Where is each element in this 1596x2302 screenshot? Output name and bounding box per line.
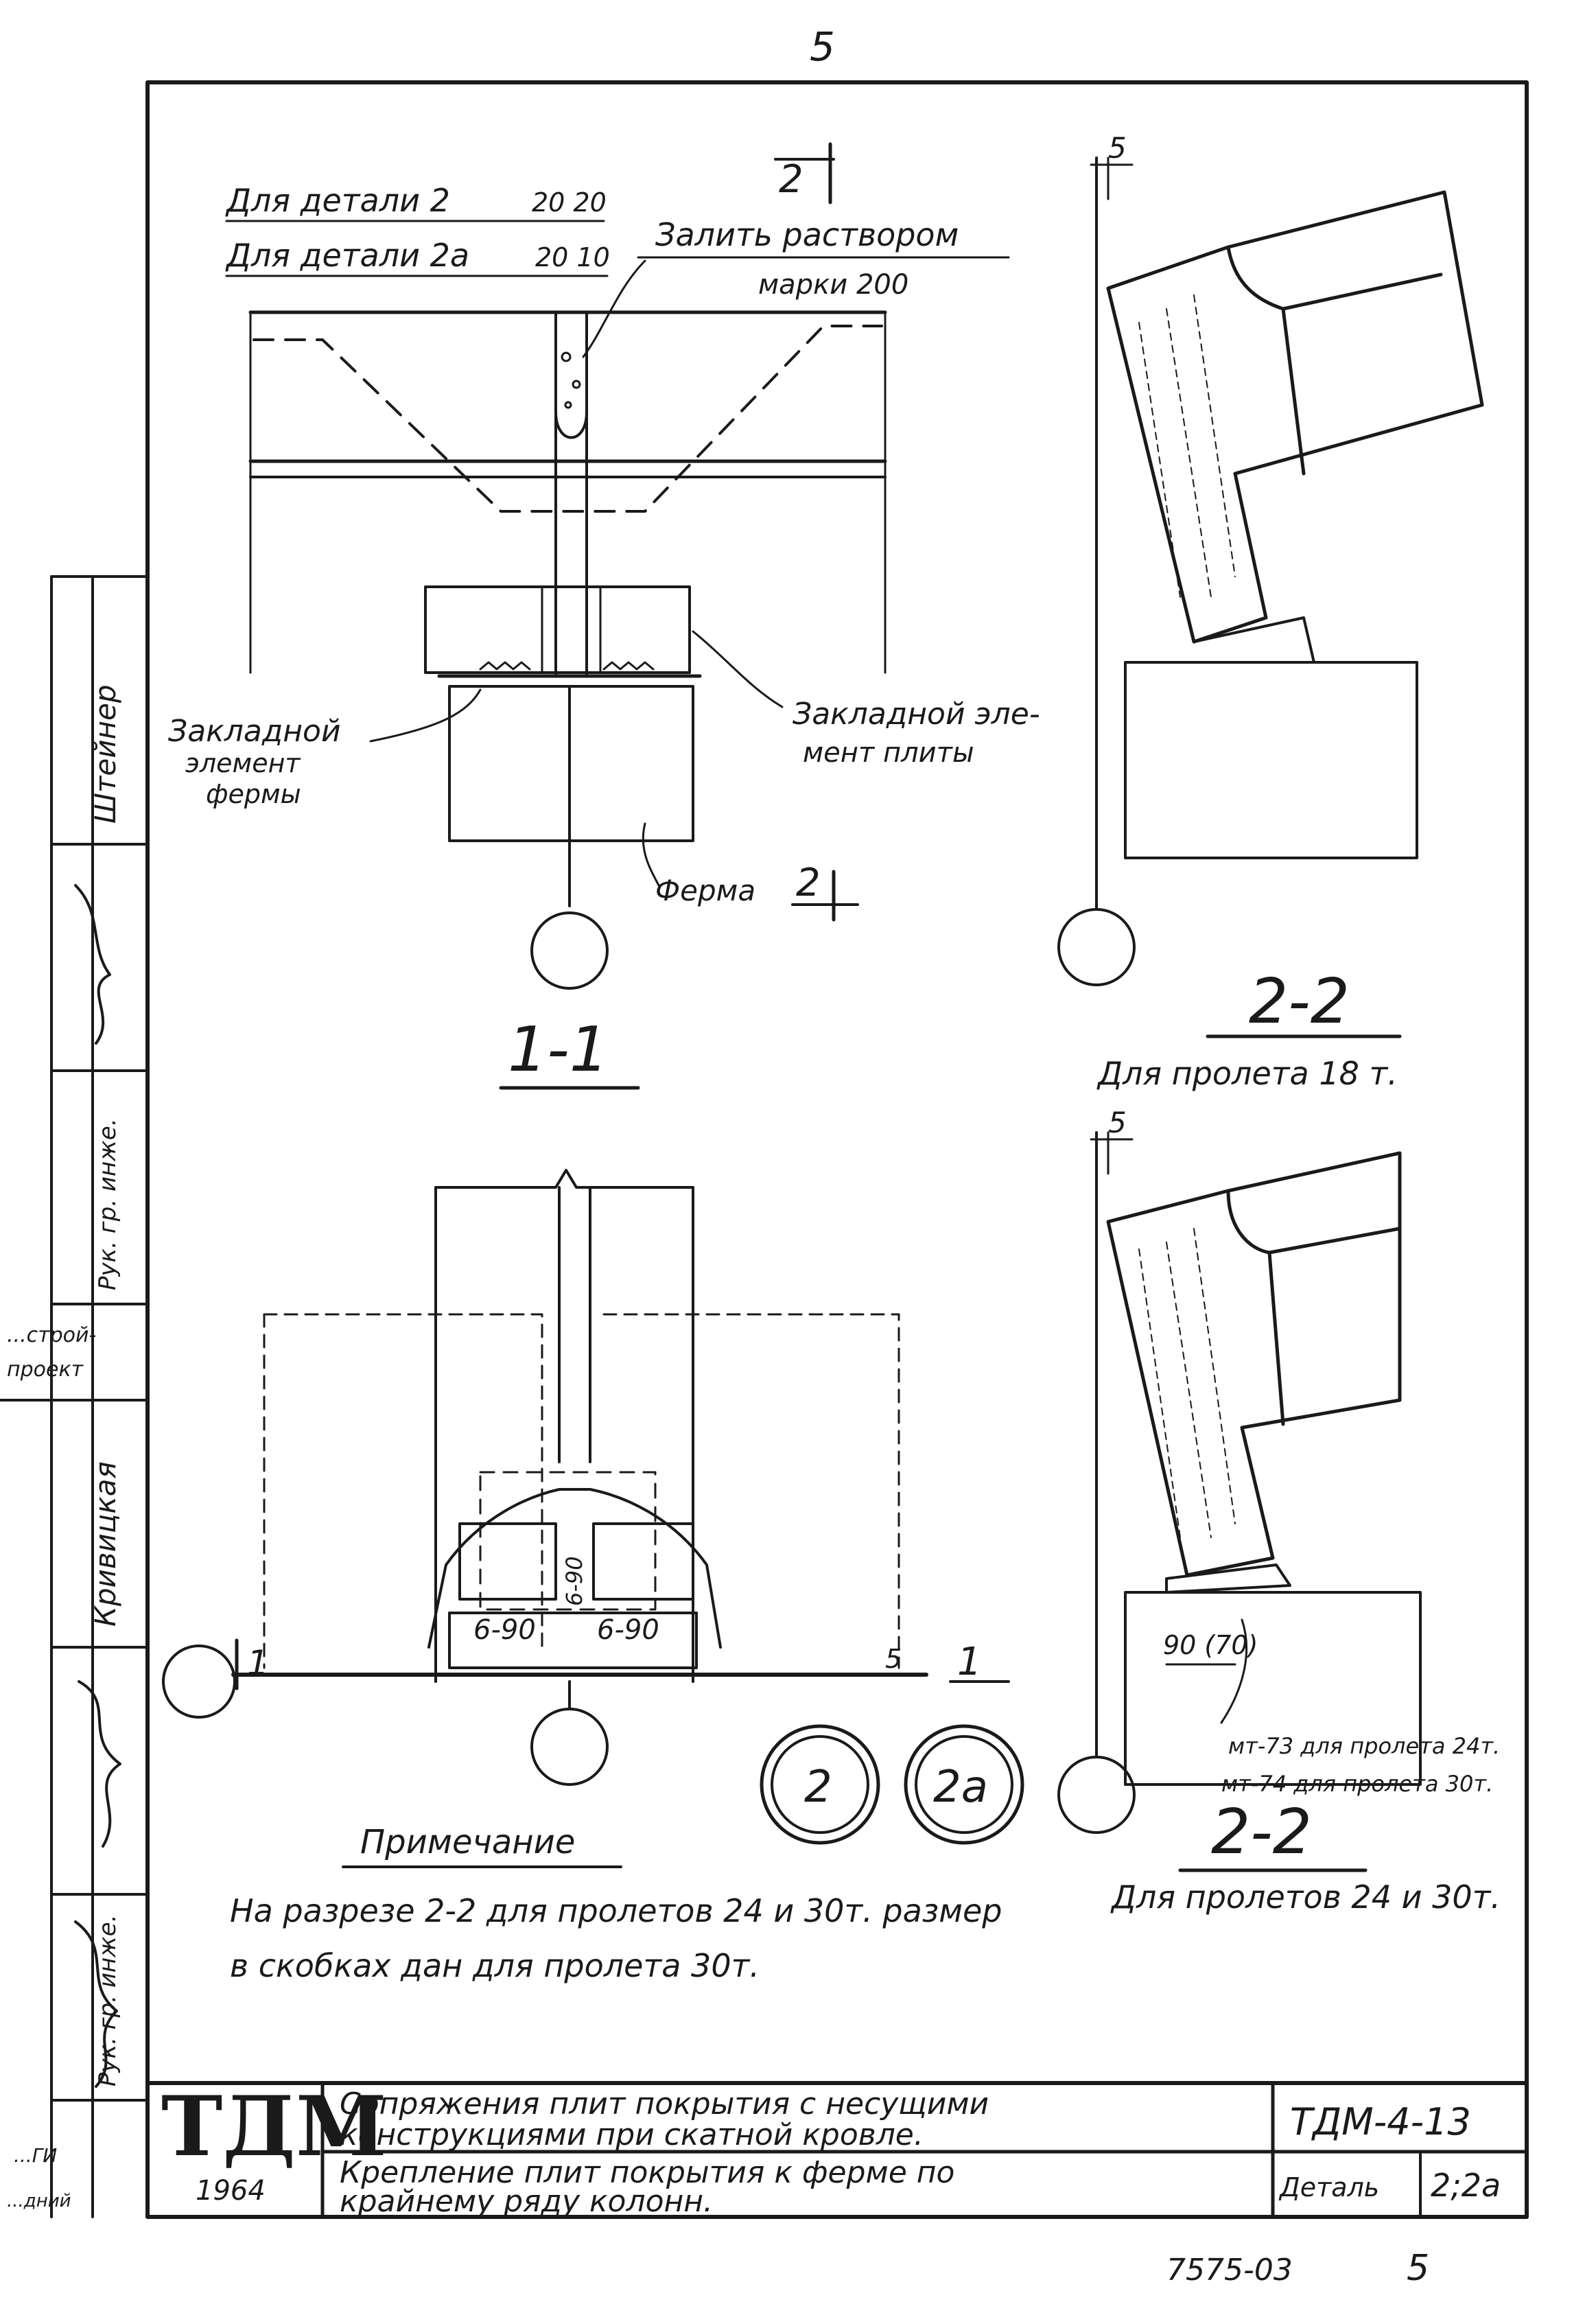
truss-embed-line1: Закладной [168, 714, 341, 749]
truss-24-30 [1124, 1591, 1422, 1786]
section-mark-top: 2 [779, 157, 803, 202]
stamp-detail-value: 2;2а [1431, 2167, 1501, 2204]
sheet-frame: 5 7575-03 5 [145, 23, 1529, 2289]
section-24-30-caption: Для пролетов 24 и 30т. [1110, 1879, 1501, 1916]
note-heading: Примечание [360, 1823, 575, 1861]
truss-18 [1124, 661, 1418, 859]
strip-fragment-2: ...дний [7, 2191, 71, 2211]
signature-scribble [74, 884, 111, 1045]
view-1-1: Для детали 2 20 20 Для детали 2а 20 10 З… [168, 142, 1040, 1090]
truss-embed-line3: фермы [206, 779, 301, 809]
top-page-number: 5 [810, 23, 835, 70]
stamp-title-line1: Сопряжения плит покрытия с несущими [340, 2086, 989, 2121]
mt-73-note: мт-73 для пролета 24т. [1228, 1733, 1500, 1759]
bottom-page-number: 5 [1407, 2248, 1429, 2289]
dim-5-plan: 5 [885, 1644, 902, 1674]
label-detail-2a: Для детали 2а [225, 237, 469, 274]
slab-rib-24-30 [1106, 1151, 1402, 1577]
stamp-year: 1964 [196, 2175, 266, 2207]
truss-top [448, 685, 694, 842]
detail-circle-2-label: 2 [804, 1762, 832, 1813]
weld-left: 6-90 [473, 1614, 536, 1646]
detail-circle-2a-label: 2а [933, 1762, 988, 1813]
note-line2: в скобках дан для пролета 30т. [230, 1947, 760, 1984]
stamp-title-line2: конструкциями при скатной кровле. [340, 2117, 924, 2152]
detail-circle-2a [904, 1724, 1024, 1845]
axis-circle-section-18 [1057, 908, 1136, 986]
signature-scribble [74, 1920, 118, 2088]
dim-detail-2a: 20 10 [535, 242, 610, 272]
signature-scribble [78, 1680, 121, 1848]
label-detail-2: Для детали 2 [225, 182, 450, 219]
bottom-doc-code: 7575-03 [1166, 2253, 1293, 2288]
stamp-detail-label: Деталь [1278, 2172, 1379, 2202]
stamp-doc-number: ТДМ-4-13 [1290, 2100, 1471, 2143]
axis-circle-plan-left [162, 1644, 236, 1719]
dim-5-top: 5 [1108, 131, 1127, 165]
weld-mid: 6-90 [561, 1556, 587, 1606]
section-2-2-span-18: 5 2-2 Для пролета 18 т. [1057, 131, 1484, 1092]
detail-circles: 2 2а [760, 1724, 1024, 1845]
mortar-note-line2: марки 200 [758, 269, 908, 301]
cut-mark-left: 1 [247, 1643, 269, 1683]
strip-org-line1: ...строй- [7, 1323, 96, 1347]
section-18-title: 2-2 [1249, 966, 1350, 1038]
section-24-30-title: 2-2 [1211, 1796, 1312, 1868]
slab-embed-line1: Закладной эле- [793, 697, 1040, 732]
weld-dome [427, 1488, 722, 1649]
axis-circle-section-24-30 [1057, 1756, 1136, 1834]
detail-circle-2 [760, 1724, 880, 1845]
slab-embed-line2: мент плиты [803, 737, 974, 769]
truss-embed-line2: элемент [185, 748, 301, 778]
dim-5-section-24-30: 5 [1108, 1106, 1127, 1139]
stamp-logo: ТДМ [161, 2078, 387, 2175]
note-line1: На разрезе 2-2 для пролетов 24 и 30т. ра… [230, 1892, 1002, 1929]
dim-detail-2: 20 20 [532, 187, 607, 218]
dim-90-70: 90 (70) [1163, 1630, 1258, 1660]
strip-fragment-1: ...ГИ [14, 2144, 57, 2167]
strip-name-krivitskaya: Кривицкая [89, 1461, 122, 1627]
signature-strip: Штейнер Рук. гр. инже. ...строй- проект … [0, 575, 149, 2218]
axis-circle-view-1-1 [530, 911, 609, 990]
stamp-subtitle-line1: Крепление плит покрытия к ферме по [340, 2155, 954, 2190]
axis-circle-plan [530, 1708, 609, 1786]
strip-org-line2: проект [7, 1358, 84, 1382]
section-mark-bottom: 2 [796, 861, 821, 905]
mortar-note-line1: Залить раствором [655, 216, 959, 253]
section-18-caption: Для пролета 18 т. [1096, 1055, 1398, 1092]
title-block: ТДМ 1964 Сопряжения плит покрытия с несу… [145, 2078, 1529, 2219]
note: Примечание На разрезе 2-2 для пролетов 2… [230, 1823, 1002, 1984]
strip-name-steiner: Штейнер [89, 685, 122, 824]
view-plan: 6-90 6-90 6-90 1 1 5 [162, 1169, 1010, 1786]
strip-role-1: Рук. гр. инже. [94, 1118, 121, 1290]
weld-right: 6-90 [597, 1614, 659, 1646]
cut-mark-right: 1 [957, 1640, 982, 1684]
view-title-1-1: 1-1 [508, 1014, 609, 1086]
truss-label: Ферма [655, 874, 755, 907]
mt-74-note: мт-74 для пролета 30т. [1221, 1771, 1493, 1797]
section-2-2-span-24-30: 5 90 (70) мт-73 для пролета 24т. мт-74 д… [1057, 1106, 1501, 1916]
stamp-subtitle-line2: крайнему ряду колонн. [340, 2184, 713, 2219]
